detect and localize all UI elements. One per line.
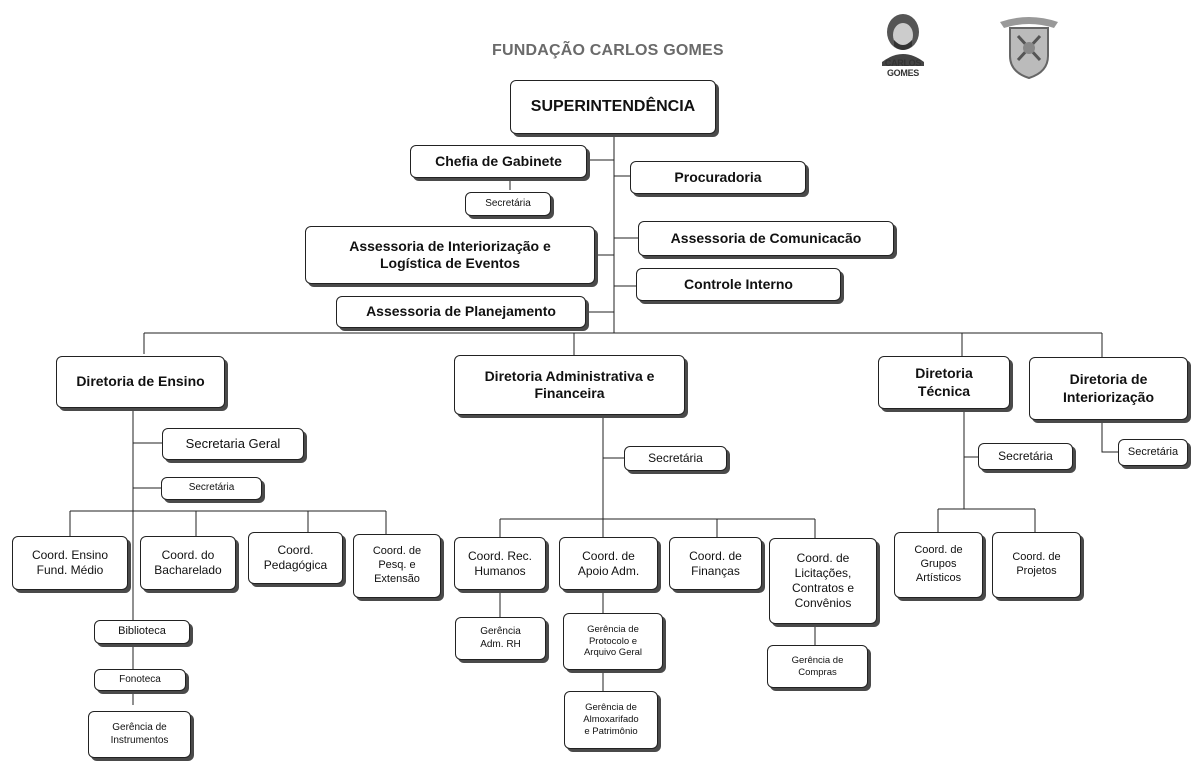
coord-pesquisa-box: Coord. de Pesq. e Extensão [353, 534, 441, 598]
carlos-gomes-portrait-logo [882, 14, 924, 66]
gerencia-protocolo-box: Gerência de Protocolo e Arquivo Geral [563, 613, 663, 670]
coord-licitacoes-box: Coord. de Licitações, Contratos e Convên… [769, 538, 877, 624]
diretoria-interiorizacao-box: Diretoria de Interiorização [1029, 357, 1188, 420]
assessoria-interiorizacao-box: Assessoria de Interiorização e Logística… [305, 226, 595, 284]
fonoteca-box: Fonoteca [94, 669, 186, 691]
secretaria-adm-box: Secretária [624, 446, 727, 471]
secretaria-interiorizacao-box: Secretária [1118, 439, 1188, 466]
gerencia-instrumentos-box: Gerência de Instrumentos [88, 711, 191, 758]
gerencia-rh-box: Gerência Adm. RH [455, 617, 546, 660]
gerencia-almoxarifado-box: Gerência de Almoxarifado e Patrimônio [564, 691, 658, 749]
secretaria-geral-box: Secretaria Geral [162, 428, 304, 460]
superintendencia-box: SUPERINTENDÊNCIA [510, 80, 716, 134]
diretoria-tecnica-box: Diretoria Técnica [878, 356, 1010, 409]
secretaria-gabinete-box: Secretária [465, 192, 551, 216]
coord-bacharelado-box: Coord. do Bacharelado [140, 536, 236, 590]
coord-projetos-box: Coord. de Projetos [992, 532, 1081, 598]
chefia-gabinete-box: Chefia de Gabinete [410, 145, 587, 178]
assessoria-planejamento-box: Assessoria de Planejamento [336, 296, 586, 328]
secretaria-tecnica-box: Secretária [978, 443, 1073, 470]
coord-financas-box: Coord. de Finanças [669, 537, 762, 590]
coord-rh-box: Coord. Rec. Humanos [454, 537, 546, 590]
logo-caption: CARLOS GOMES [884, 58, 922, 78]
coord-apoio-box: Coord. de Apoio Adm. [559, 537, 658, 590]
secretaria-ensino-box: Secretária [161, 477, 262, 500]
diretoria-ensino-box: Diretoria de Ensino [56, 356, 225, 408]
coord-pedagogica-box: Coord. Pedagógica [248, 532, 343, 584]
coord-grupos-box: Coord. de Grupos Artísticos [894, 532, 983, 598]
state-coat-of-arms-logo [1000, 17, 1058, 80]
controle-interno-box: Controle Interno [636, 268, 841, 301]
procuradoria-box: Procuradoria [630, 161, 806, 194]
biblioteca-box: Biblioteca [94, 620, 190, 644]
diretoria-adm-box: Diretoria Administrativa e Financeira [454, 355, 685, 415]
page-title: FUNDAÇÃO CARLOS GOMES [492, 42, 724, 59]
assessoria-comunicacao-box: Assessoria de Comunicacão [638, 221, 894, 256]
coord-ensino-fund-box: Coord. Ensino Fund. Médio [12, 536, 128, 590]
gerencia-compras-box: Gerência de Compras [767, 645, 868, 688]
